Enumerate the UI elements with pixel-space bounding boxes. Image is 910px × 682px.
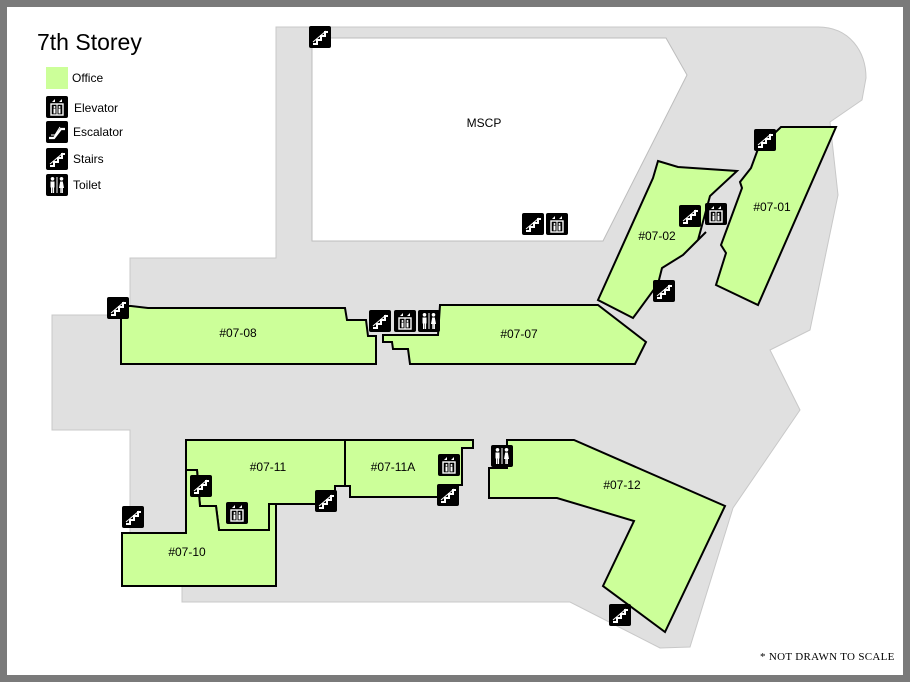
unit-07-08[interactable]: #07-08 xyxy=(120,305,377,365)
legend-stairs-label: Stairs xyxy=(73,152,104,166)
unit-07-02[interactable]: #07-02 xyxy=(596,159,740,320)
unit-07-08-label: #07-08 xyxy=(219,326,257,340)
scale-note: * NOT DRAWN TO SCALE xyxy=(760,651,895,663)
stairs-icon xyxy=(106,296,130,320)
stairs-icon xyxy=(368,309,392,333)
mscp-area xyxy=(311,37,688,242)
unit-07-01[interactable]: #07-01 xyxy=(714,126,838,307)
elevator-icon xyxy=(393,309,417,333)
elevator-icon xyxy=(437,453,461,477)
floor-title: 7th Storey xyxy=(37,29,142,55)
stairs-icon xyxy=(45,147,69,171)
mscp-label: MSCP xyxy=(467,116,502,130)
stairs-icon xyxy=(652,279,676,303)
legend-office-label: Office xyxy=(72,71,103,85)
stairs-icon xyxy=(521,212,545,236)
stairs-icon xyxy=(308,25,332,49)
unit-07-11a-label: #07-11A xyxy=(371,460,415,474)
toilet-icon xyxy=(45,173,69,197)
toilet-icon xyxy=(417,309,441,333)
unit-07-01-label: #07-01 xyxy=(753,200,791,214)
unit-07-07-label: #07-07 xyxy=(500,327,538,341)
stairs-icon xyxy=(189,474,213,498)
stairs-icon xyxy=(753,128,777,152)
unit-07-12[interactable]: #07-12 xyxy=(488,439,727,634)
legend-elevator-label: Elevator xyxy=(74,101,118,115)
unit-07-10[interactable]: #07-10 xyxy=(121,469,277,587)
elevator-icon xyxy=(45,95,69,119)
elevator-icon xyxy=(545,212,569,236)
toilet-icon xyxy=(490,444,514,468)
legend-office-swatch xyxy=(46,67,68,89)
escalator-icon xyxy=(44,119,70,145)
stairs-icon xyxy=(678,204,702,228)
elevator-icon xyxy=(704,202,728,226)
legend-toilet-label: Toilet xyxy=(73,178,102,192)
stairs-icon xyxy=(608,603,632,627)
unit-07-02-label: #07-02 xyxy=(638,229,676,243)
stairs-icon xyxy=(121,505,145,529)
elevator-icon xyxy=(225,501,249,525)
legend: Office Elevator Escalator Stairs Toilet xyxy=(44,67,123,197)
legend-escalator-label: Escalator xyxy=(73,125,123,139)
unit-07-12-label: #07-12 xyxy=(603,478,641,492)
stairs-icon xyxy=(436,483,460,507)
unit-07-10-label: #07-10 xyxy=(168,545,206,559)
unit-07-11-label: #07-11 xyxy=(250,460,287,474)
unit-07-07[interactable]: #07-07 xyxy=(382,304,648,365)
stairs-icon xyxy=(314,489,338,513)
